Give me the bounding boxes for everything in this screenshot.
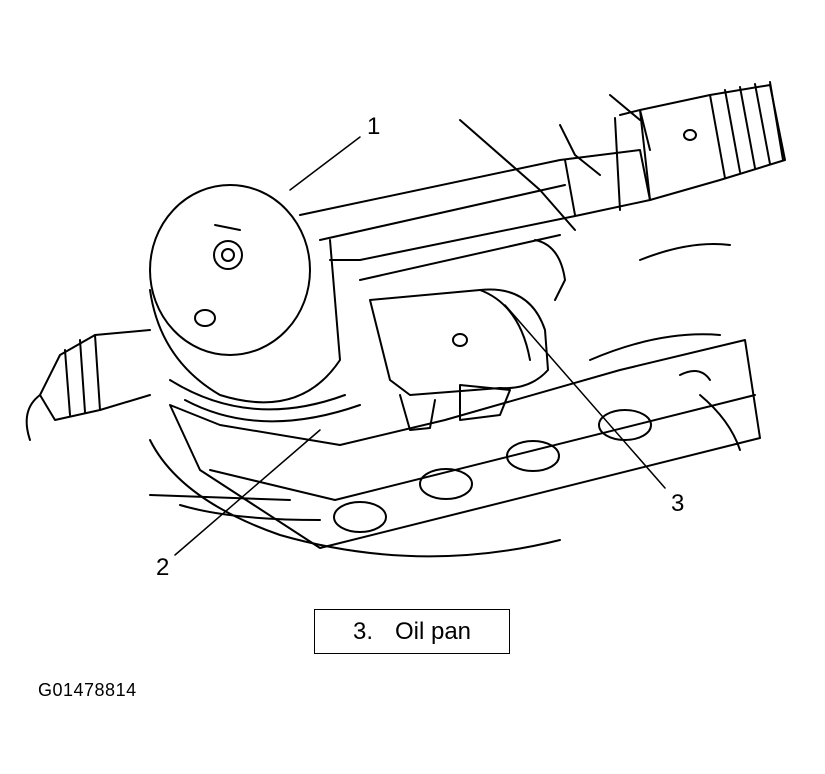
figure-id: G01478814	[38, 680, 137, 700]
ratchet-head	[149, 184, 361, 423]
callout-label-3: 3	[671, 490, 685, 517]
callout-leaders	[174, 136, 666, 556]
leader-line-1	[289, 136, 361, 191]
leader-line-2	[174, 429, 321, 556]
vehicle-frame-lines	[149, 94, 741, 558]
air-hose	[25, 329, 151, 441]
leader-line-3	[504, 304, 666, 489]
callout-label-1: 1	[367, 113, 381, 140]
legend-text: Oil pan	[394, 617, 472, 645]
tool-handle-grip	[639, 81, 786, 201]
tool-extension-arm	[299, 109, 651, 281]
callout-label-2: 2	[156, 554, 170, 581]
legend-box: 3. Oil pan	[314, 609, 510, 654]
legend-number: 3.	[352, 617, 373, 645]
oil-pan-removal-illustration	[25, 81, 786, 558]
oil-pan	[369, 239, 566, 431]
